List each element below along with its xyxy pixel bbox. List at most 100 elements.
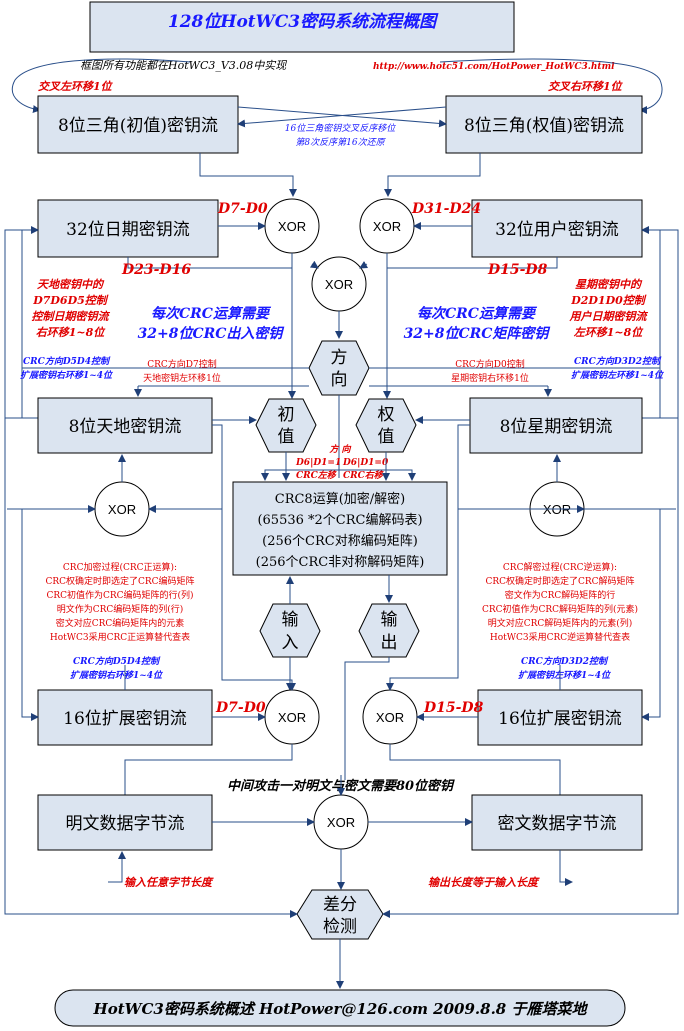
dec-note-5: 明文对应CRC解码矩阵内的元素(列) (488, 617, 633, 629)
label-cross-note-2: 第8次反序第16次还原 (295, 137, 386, 148)
note-tiandi-4: 右环移1~8位 (36, 326, 107, 339)
footer-text: HotWC3密码系统概述 HotPower@126.com 2009.8.8 于… (93, 1000, 589, 1018)
node-direction-l1: 方 (331, 348, 348, 368)
label-crc-right: CRC右移 (343, 470, 385, 481)
note-per-crc-left-1: 每次CRC运算需要 (151, 305, 272, 322)
node-output-l2: 出 (381, 633, 398, 653)
note-tiandi-2: D7D6D5控制 (32, 294, 109, 307)
note-crc-d7-1: CRC方向D7控制 (147, 358, 217, 370)
note-d3d2-b1: CRC方向D3D2控制 (521, 656, 609, 667)
label-d31d24: D31-D24 (411, 201, 481, 217)
node-output (358, 603, 420, 658)
node-ext-left-label: 16位扩展密钥流 (63, 709, 187, 729)
node-weight-l2: 值 (378, 427, 395, 447)
node-weight-l1: 权 (378, 405, 395, 425)
subtitle-text: 框图所有功能都在HotWC3_V3.08中实现 (80, 59, 287, 72)
xor-label-right-top: XOR (373, 219, 401, 234)
node-tri-weight (445, 95, 643, 154)
note-crc-d5d4-1: CRC方向D5D4控制 (23, 356, 111, 367)
node-cipher-label: 密文数据字节流 (498, 814, 617, 834)
node-user-label: 32位用户密钥流 (495, 220, 619, 240)
enc-note-3: CRC初值作为CRC编码矩阵的行(列) (46, 589, 193, 601)
crc-line-4: (256个CRC非对称解码矩阵) (256, 555, 425, 570)
note-crc-d0-1: CRC方向D0控制 (455, 358, 525, 370)
dec-note-3: 密文作为CRC解码矩阵的行 (505, 589, 616, 601)
label-d7d0-top: D7-D0 (217, 201, 268, 217)
node-crc (232, 481, 448, 576)
dec-note-1: CRC解密过程(CRC逆运算): (503, 561, 617, 573)
node-tiandi (37, 397, 213, 454)
label-cross-left: 交叉左环移1位 (38, 80, 114, 93)
node-tri-weight-label: 8位三角(权值)密钥流 (464, 116, 624, 136)
label-d15d8-top: D15-D8 (487, 262, 548, 278)
note-tiandi-1: 天地密钥中的 (37, 278, 105, 291)
node-date-label: 32位日期密钥流 (66, 220, 190, 240)
crc-line-3: (256个CRC对称编码矩阵) (262, 534, 418, 549)
node-diff-l1: 差分 (323, 895, 357, 915)
node-input (259, 603, 321, 658)
node-input-l1: 输 (282, 610, 299, 630)
node-ext-right (477, 689, 643, 746)
label-d15d8-bottom: D15-D8 (423, 700, 484, 716)
title-text: 128位HotWC3密码系统流程概图 (168, 12, 439, 32)
node-direction-l2: 向 (331, 370, 348, 390)
node-weight (355, 398, 417, 453)
label-crc-left: CRC左移 (296, 470, 338, 481)
note-d5d4-b2: 扩展密钥右环移1~4位 (70, 670, 163, 681)
note-xingqi-2: D2D1D0控制 (570, 294, 647, 307)
enc-note-1: CRC加密过程(CRC正运算): (63, 561, 177, 573)
enc-note-6: HotWC3采用CRC正运算替代查表 (50, 631, 190, 643)
note-per-crc-right-2: 32+8位CRC矩阵密钥 (404, 325, 551, 342)
xor-label-ext-left: XOR (278, 710, 306, 725)
node-week (469, 397, 643, 454)
xor-label-ext-right: XOR (376, 710, 404, 725)
label-dir-small: 方 向 (328, 444, 351, 455)
node-plain (37, 794, 213, 851)
note-xingqi-4: 左环移1~8位 (574, 326, 645, 339)
note-crc-d3d2-1: CRC方向D3D2控制 (574, 356, 662, 367)
note-d3d2-b2: 扩展密钥左环移1~4位 (518, 670, 611, 681)
node-diff-l2: 检测 (323, 917, 357, 937)
label-d7d0-bottom: D7-D0 (215, 700, 266, 716)
node-ext-right-label: 16位扩展密钥流 (498, 709, 622, 729)
label-d6-0: D6|D1=0 (342, 458, 389, 468)
enc-note-5: 密文对应CRC编码矩阵内的元素 (56, 617, 185, 629)
node-plain-label: 明文数据字节流 (66, 814, 185, 834)
label-cross-note-1: 16位三角密钥交叉反序移位 (285, 123, 396, 134)
xor-label-left-top: XOR (278, 219, 306, 234)
enc-note-4: 明文作为CRC编码矩阵的列(行) (57, 603, 184, 615)
note-crc-d7-2: 天地密钥左环移1位 (143, 372, 221, 384)
node-output-l1: 输 (381, 610, 398, 630)
note-per-crc-left-2: 32+8位CRC出入密钥 (138, 325, 285, 342)
node-tri-init (37, 95, 239, 154)
node-init (255, 398, 317, 453)
xor-label-main: XOR (327, 815, 355, 830)
dec-note-6: HotWC3采用CRC逆运算替代查表 (490, 631, 630, 643)
note-tiandi-3: 控制日期密钥流 (32, 310, 111, 323)
xor-label-middle: XOR (325, 277, 353, 292)
crc-line-1: CRC8运算(加密/解密) (275, 491, 405, 507)
dec-note-4: CRC初值作为CRC解码矩阵的列(元素) (482, 603, 638, 615)
url-text[interactable]: http://www.hotc51.com/HotPower_HotWC3.ht… (373, 62, 615, 72)
xor-label-tiandi: XOR (108, 502, 136, 517)
note-xingqi-3: 用户日期密钥流 (569, 310, 649, 323)
footer-box (54, 989, 626, 1027)
label-cross-right: 交叉右环移1位 (548, 80, 624, 93)
node-week-label: 8位星期密钥流 (500, 417, 613, 437)
title-box (89, 1, 515, 53)
note-xingqi-1: 星期密钥中的 (575, 278, 643, 291)
crc-line-2: (65536 *2个CRC编解码表) (257, 513, 422, 528)
note-crc-d5d4-2: 扩展密钥右环移1~4位 (20, 370, 113, 381)
label-d23d16: D23-D16 (121, 262, 191, 278)
node-tiandi-label: 8位天地密钥流 (69, 417, 182, 437)
note-d5d4-b1: CRC方向D5D4控制 (73, 656, 161, 667)
node-tri-init-label: 8位三角(初值)密钥流 (58, 116, 218, 136)
note-output-len: 输出长度等于输入长度 (428, 876, 540, 889)
node-input-l2: 入 (282, 633, 299, 653)
note-per-crc-right-1: 每次CRC运算需要 (417, 305, 538, 322)
note-crc-d0-2: 星期密钥右环移1位 (451, 372, 529, 384)
node-init-l1: 初 (278, 405, 295, 425)
note-input-any: 输入任意字节长度 (124, 876, 214, 889)
